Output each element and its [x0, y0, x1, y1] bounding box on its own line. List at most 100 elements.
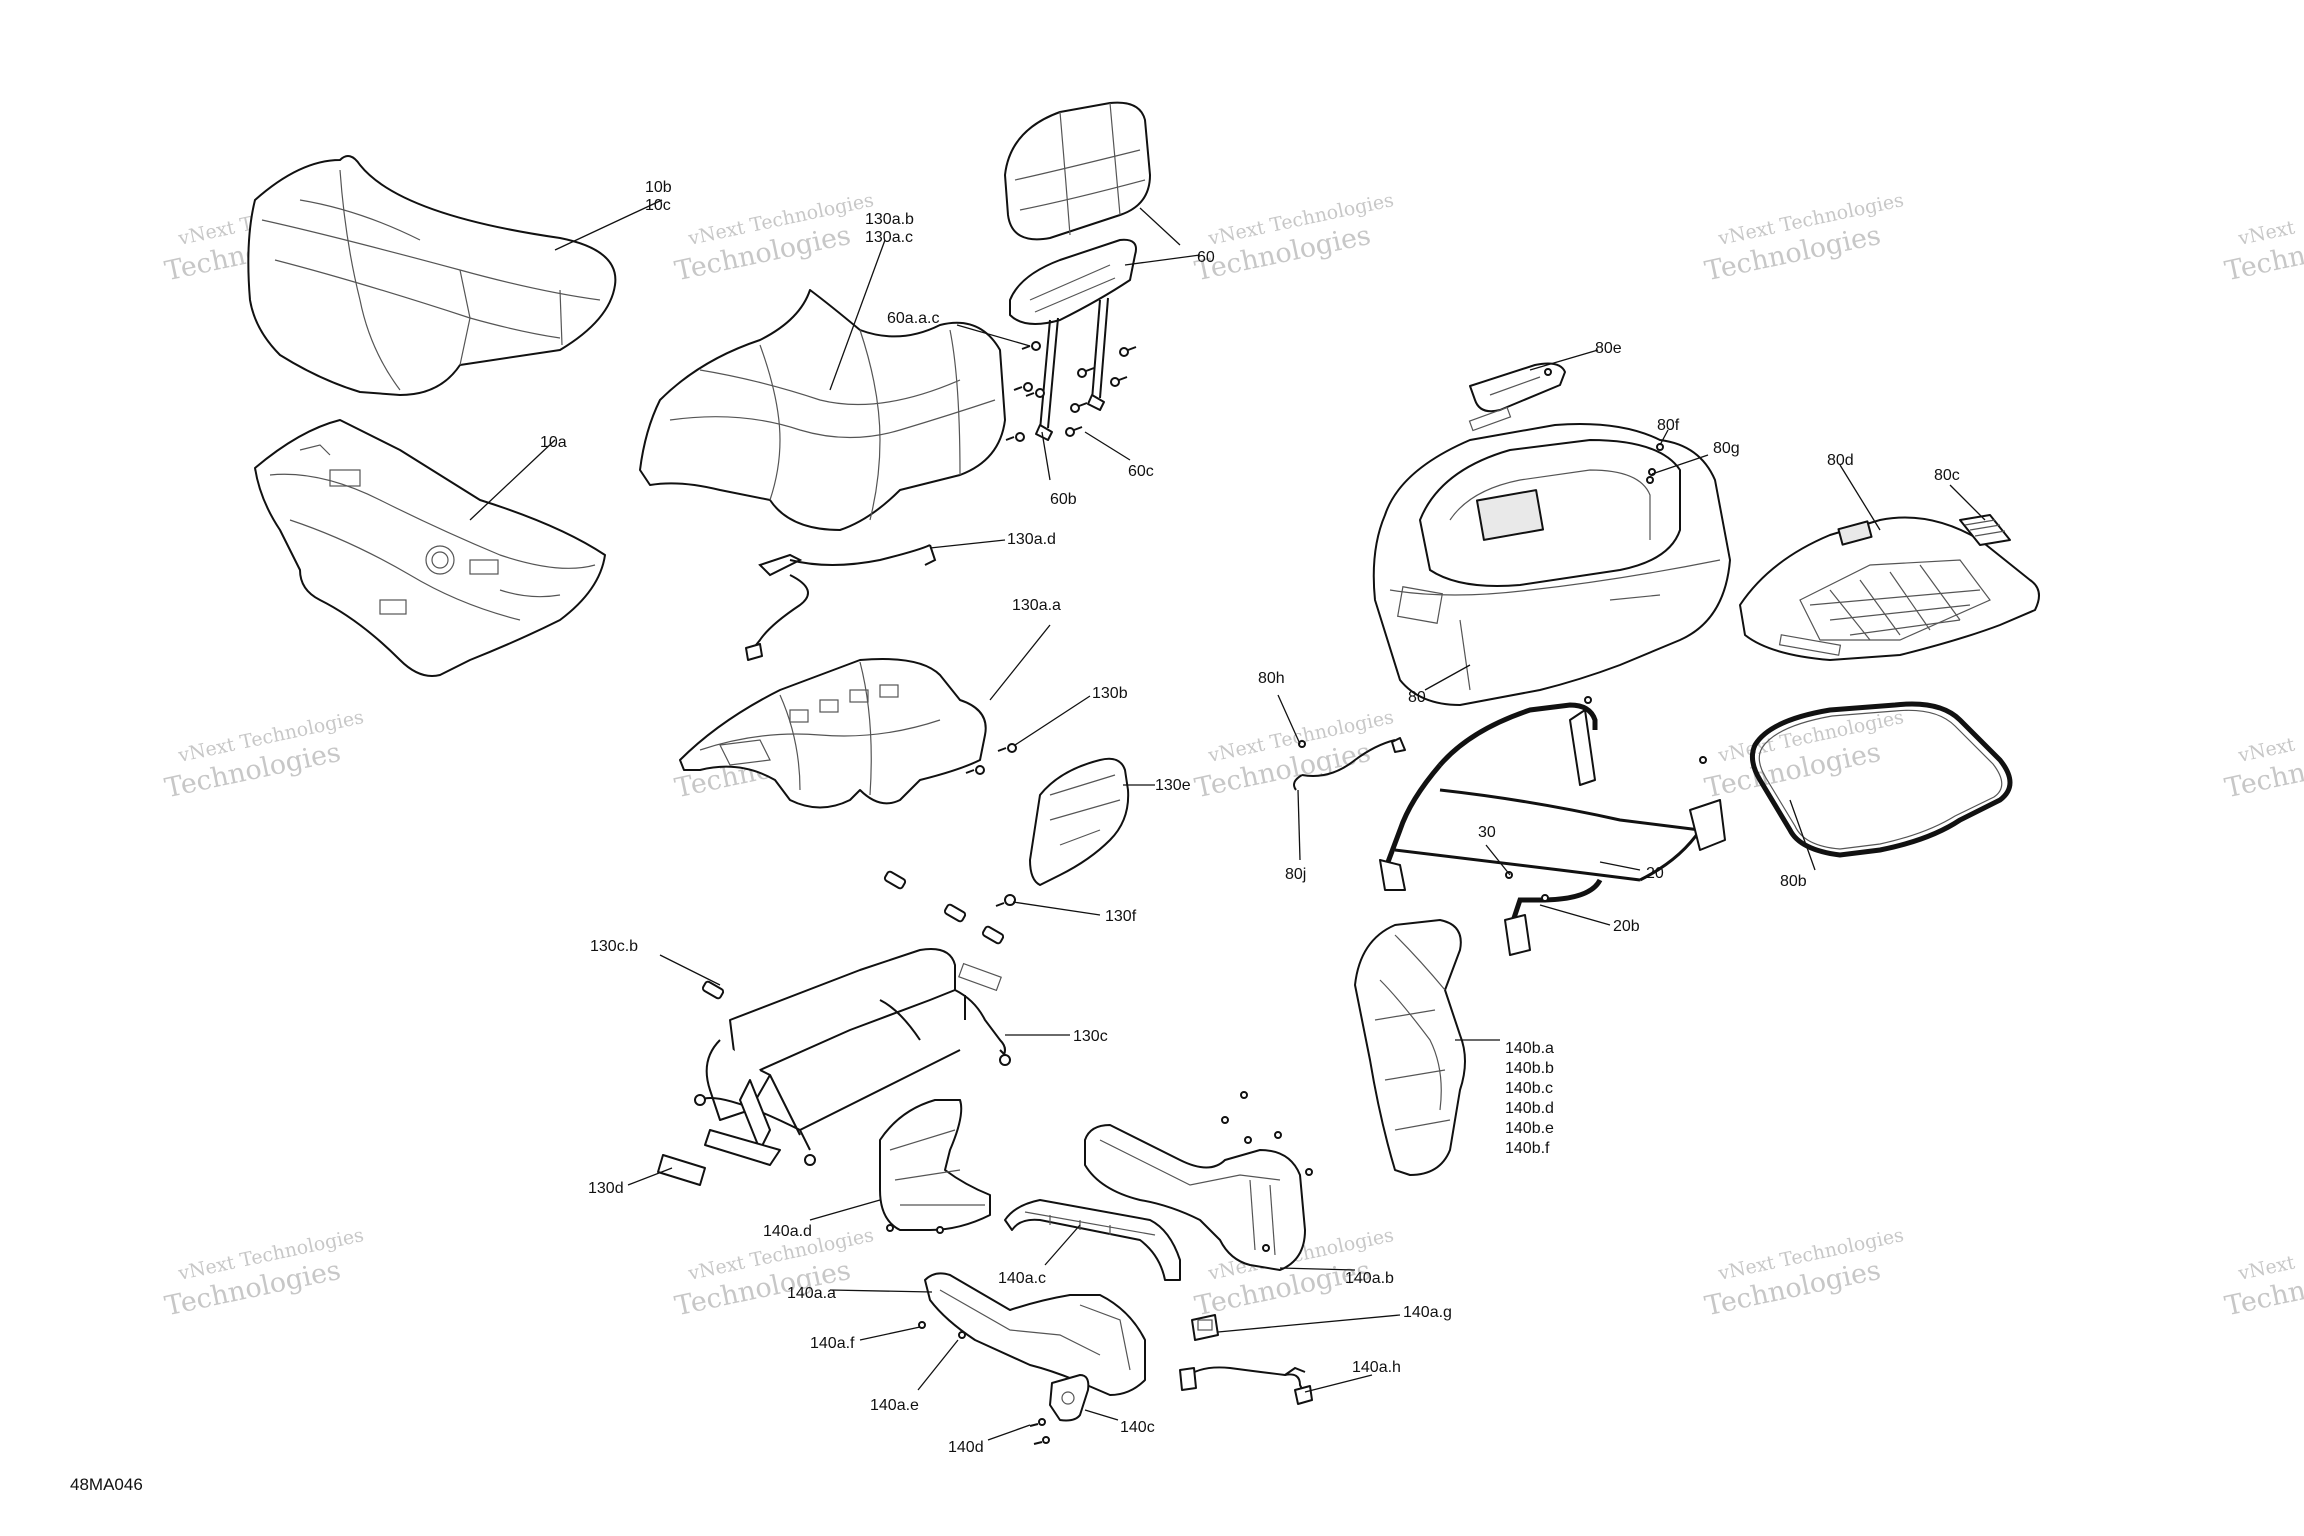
mounting-plate[interactable]: [1049, 1374, 1090, 1422]
storage-box[interactable]: [1372, 423, 1731, 706]
screw-icon: [1110, 376, 1128, 387]
callout-label: 140a.d: [763, 1223, 812, 1240]
driver-seat-cushion[interactable]: [247, 155, 617, 396]
rear-side-panel[interactable]: [879, 1099, 991, 1234]
callout-label: 140d: [948, 1439, 984, 1456]
storage-latch[interactable]: [1959, 514, 2011, 546]
passenger-seat-cushion[interactable]: [639, 289, 1006, 531]
screw-icon: [1021, 341, 1041, 351]
callout-label: 10a: [540, 434, 567, 451]
passenger-seat-frame[interactable]: [694, 948, 1011, 1166]
callout-label: 140b.b: [1505, 1060, 1554, 1077]
callout-label: 140a.b: [1345, 1270, 1394, 1287]
screw-icon: [1070, 402, 1088, 413]
screw-icon: [965, 765, 985, 775]
callout-label: 140b.a: [1505, 1040, 1554, 1057]
storage-lid[interactable]: [1739, 516, 2040, 661]
bushing-icon: [883, 870, 907, 890]
callout-label: 80j: [1285, 866, 1306, 883]
plate-screws[interactable]: [1029, 1418, 1050, 1445]
screw-icon: [1305, 1168, 1313, 1176]
watermark: vNext Technologies Technologies: [162, 706, 366, 804]
callout-label: 80e: [1595, 340, 1622, 357]
screw-icon: [1298, 740, 1306, 748]
seat-base-screws[interactable]: [965, 743, 1017, 775]
passenger-seat-cable[interactable]: [745, 544, 937, 661]
screw-icon: [1541, 894, 1549, 902]
screw-icon: [918, 1321, 926, 1329]
screw-icon: [1262, 1244, 1270, 1252]
armrest-base[interactable]: [918, 1272, 1146, 1396]
backrest-bracket[interactable]: [1009, 238, 1137, 441]
watermark: vNext Technologies Technologies: [162, 1224, 366, 1322]
callout-label: 130c: [1073, 1028, 1108, 1045]
backrest-pad[interactable]: [1004, 101, 1151, 241]
label-plate[interactable]: [657, 1154, 706, 1186]
armrest-grip[interactable]: [1004, 1199, 1181, 1281]
screw-icon: [1119, 346, 1137, 357]
passenger-seat-base[interactable]: [679, 658, 987, 809]
screw-icon: [1029, 1418, 1046, 1427]
watermark: vNext Technologies Technologies: [1702, 706, 1906, 804]
screw-icon: [1077, 367, 1095, 378]
callout-label: 60: [1197, 249, 1215, 266]
support-frame[interactable]: [1379, 696, 1726, 956]
screw-icon: [997, 743, 1017, 753]
screw-icon: [1584, 696, 1592, 704]
watermark: vNext Technologies Technologies: [1702, 189, 1906, 287]
callout-label: 140a.c: [998, 1270, 1046, 1287]
callout-labels: 10b 10c 10a 130a.b 130a.c 60a.a.c 60 60b…: [540, 179, 1960, 1456]
callout-label: 140a.a: [787, 1285, 836, 1302]
armrest-frame[interactable]: [1084, 1091, 1313, 1271]
bushing-icon: [981, 925, 1005, 945]
callout-label: 140b.f: [1505, 1140, 1550, 1157]
callout-label: 80f: [1657, 417, 1680, 434]
callout-label: 140b.c: [1505, 1080, 1553, 1097]
screw-icon: [1005, 432, 1025, 442]
callout-label: 130c.b: [590, 938, 638, 955]
callout-label: 20: [1646, 865, 1664, 882]
callout-label: 130a.c: [865, 229, 913, 246]
callout-label: 140a.f: [810, 1335, 855, 1352]
side-cover[interactable]: [1029, 757, 1130, 886]
callout-label: 10b: [645, 179, 672, 196]
callout-label: 140b.d: [1505, 1100, 1554, 1117]
storage-lid-bracket[interactable]: [1468, 362, 1566, 432]
callout-label: 130e: [1155, 777, 1191, 794]
screw-icon: [958, 1331, 966, 1339]
screw-icon: [1244, 1136, 1252, 1144]
watermark: vNext Technologies Technologies: [1702, 1224, 1906, 1322]
callout-label: 80h: [1258, 670, 1285, 687]
driver-seat-base[interactable]: [254, 419, 606, 677]
strap-cable[interactable]: [1293, 737, 1406, 791]
callout-label: 130a.b: [865, 211, 914, 228]
screw-icon: [936, 1226, 944, 1234]
callout-label: 60a.a.c: [887, 310, 939, 327]
side-fender[interactable]: [1354, 919, 1466, 1176]
screw-icon: [1065, 426, 1083, 437]
callout-label: 20b: [1613, 918, 1640, 935]
callout-label: 140b.e: [1505, 1120, 1554, 1137]
callout-label: 10c: [645, 197, 671, 214]
screw-icon: [1025, 388, 1045, 398]
armrest-harness[interactable]: [1179, 1366, 1313, 1405]
watermark: vNext Technologies Technologies: [1192, 189, 1396, 287]
callout-label: 60b: [1050, 491, 1077, 508]
callout-label: 130d: [588, 1180, 624, 1197]
bushings[interactable]: [701, 870, 1005, 1000]
screw-icon: [1646, 476, 1654, 484]
watermark: vNext Technologies: [2222, 733, 2304, 804]
callout-label: 30: [1478, 824, 1496, 841]
screw-icon: [1033, 1436, 1050, 1445]
backrest-screws[interactable]: [1005, 341, 1137, 442]
storage-seal[interactable]: [1749, 701, 2013, 858]
screw-icon: [1221, 1116, 1229, 1124]
screw-icon[interactable]: [995, 894, 1016, 907]
screw-icon: [1240, 1091, 1248, 1099]
callout-label: 80c: [1934, 467, 1960, 484]
watermark: vNext Technologies: [2222, 1251, 2304, 1322]
figure-code: 48MA046: [70, 1475, 143, 1494]
armrest-switch[interactable]: [1191, 1314, 1219, 1341]
callout-label: 140a.g: [1403, 1304, 1452, 1321]
